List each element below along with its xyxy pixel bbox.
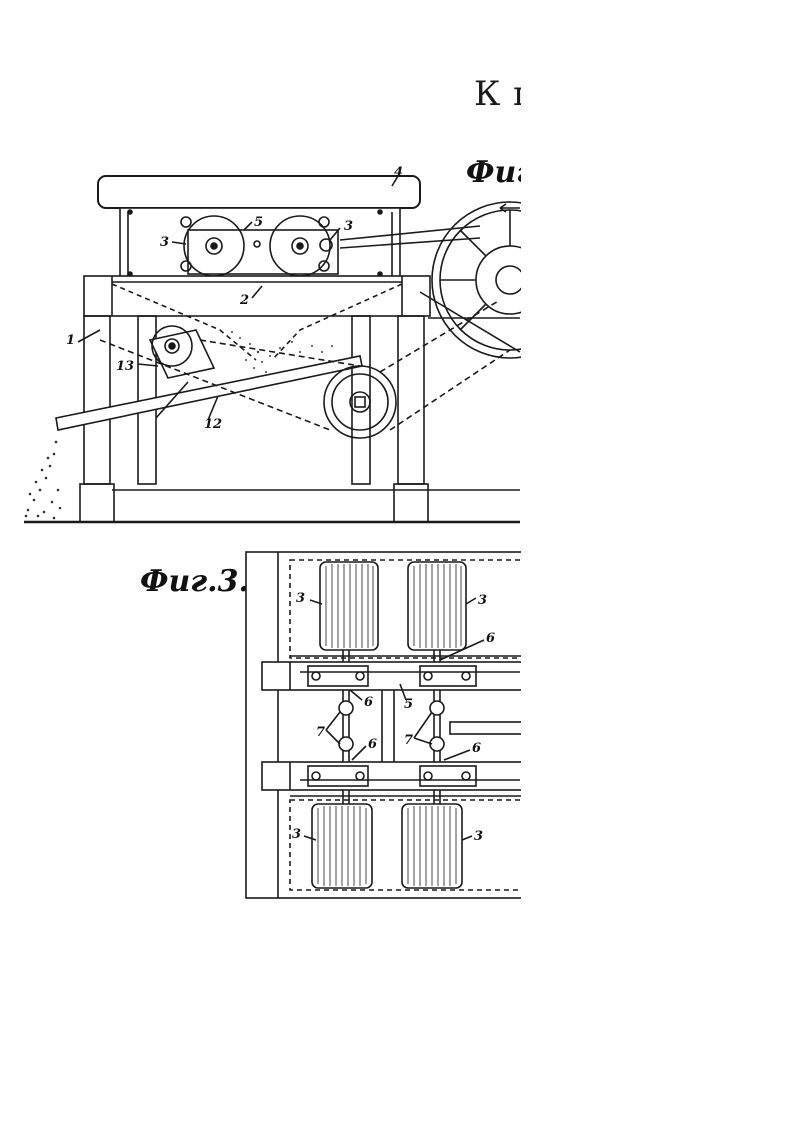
bottom-roller-left xyxy=(311,803,373,889)
granular-stream xyxy=(231,331,333,373)
label-12: 12 xyxy=(204,417,222,432)
label-5: 5 xyxy=(254,215,263,230)
label-3c: 3 xyxy=(296,591,305,606)
label-3f: 3 xyxy=(474,829,483,844)
drive-pulley xyxy=(323,365,397,439)
small-motor xyxy=(148,325,216,379)
discharge-pile xyxy=(24,440,62,520)
label-6a: 6 xyxy=(486,631,495,646)
label-13: 13 xyxy=(116,359,134,374)
figure-3-caption: Фиг.3. xyxy=(140,564,249,599)
top-roller-right xyxy=(407,561,467,651)
label-3a: 3 xyxy=(160,235,169,250)
figure-1-side-view: 4 5 3 3 2 1 13 12 xyxy=(24,165,589,524)
leg-left-outer xyxy=(83,315,111,485)
bearing-bar-top xyxy=(261,661,537,691)
label-2: 2 xyxy=(239,293,249,308)
label-5b: 5 xyxy=(404,697,413,712)
label-3e: 3 xyxy=(292,827,301,842)
label-3d: 3 xyxy=(478,593,487,608)
top-cover xyxy=(97,175,421,209)
leg-right-outer xyxy=(397,315,425,485)
bottom-roller-right xyxy=(401,803,463,889)
label-4: 4 xyxy=(394,165,403,180)
label-7a: 7 xyxy=(316,725,325,740)
label-6b: 6 xyxy=(364,695,373,710)
cropped-blank-area xyxy=(521,0,800,1132)
label-1: 1 xyxy=(66,333,75,348)
label-6c: 6 xyxy=(368,737,377,752)
figure-3-plan-view: 3 3 6 6 5 7 7 6 6 3 3 xyxy=(245,551,537,899)
label-7b: 7 xyxy=(404,733,413,748)
top-roller-left xyxy=(319,561,379,651)
bearing-bar-bottom xyxy=(261,761,537,791)
label-3b: 3 xyxy=(344,219,353,234)
couplings xyxy=(338,700,445,752)
label-6d: 6 xyxy=(472,741,481,756)
